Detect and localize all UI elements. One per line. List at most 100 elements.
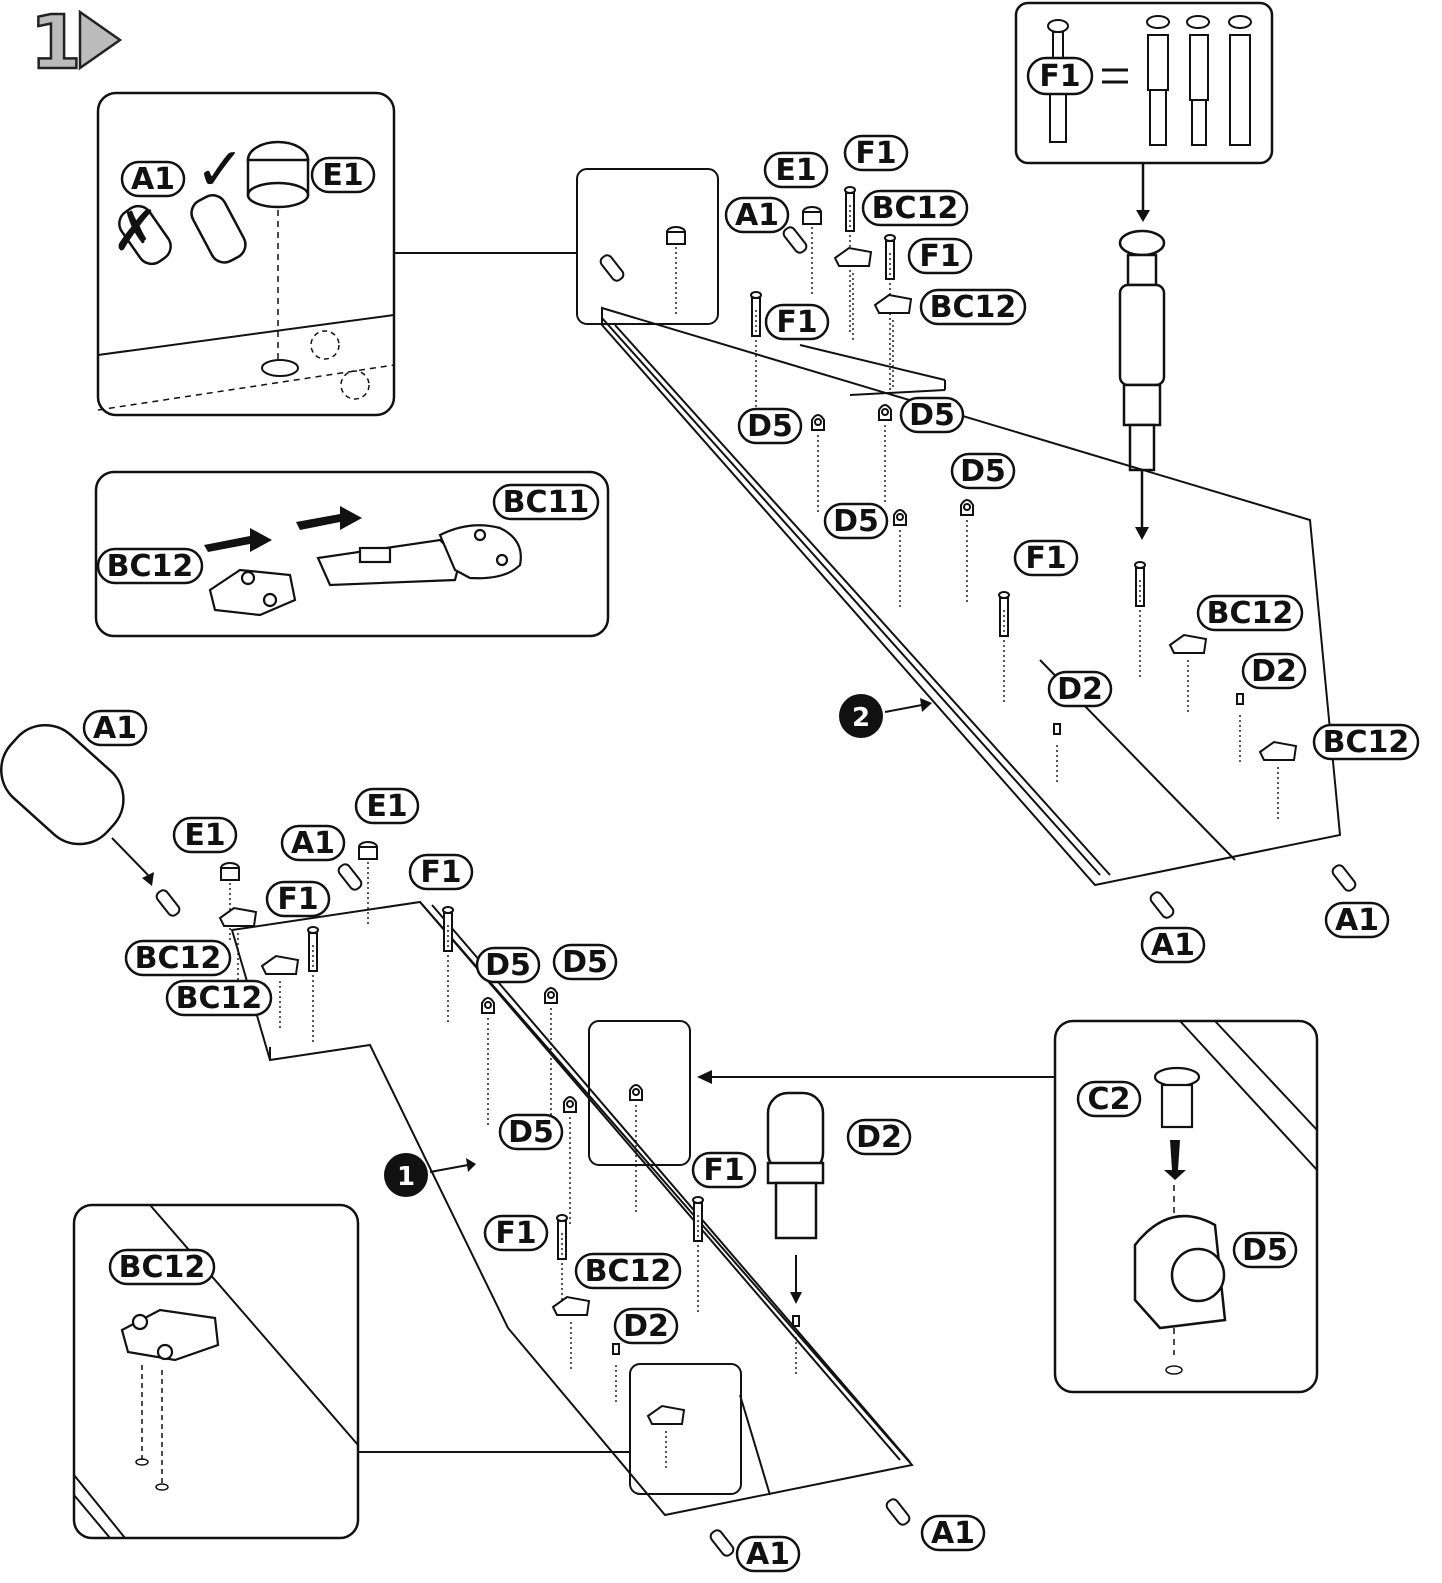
svg-text:A1: A1	[291, 826, 335, 861]
svg-text:F1: F1	[855, 136, 896, 171]
label-f1: F1	[483, 1214, 549, 1252]
label-a1: A1	[724, 196, 790, 234]
pin-fitting-icon	[811, 414, 825, 515]
label-d5: D5	[1242, 1233, 1288, 1268]
plate-fitting-icon	[218, 906, 258, 983]
svg-text:A1: A1	[735, 198, 779, 233]
pin-fitting-icon	[563, 1096, 577, 1227]
svg-text:D5: D5	[909, 398, 955, 433]
leg-fitting-icon	[612, 1343, 620, 1405]
panel-two	[601, 306, 1342, 887]
label-f1: F1	[1039, 59, 1080, 94]
plate-fitting-icon	[260, 954, 300, 1031]
detail-bc12-mount-box: BC12	[72, 1203, 360, 1540]
label-e1: E1	[322, 158, 363, 193]
dowel-fitting-icon	[1331, 864, 1357, 892]
arrow-right-icon	[296, 506, 362, 530]
label-bc12: BC12	[1196, 594, 1304, 632]
pin-fitting-icon	[481, 997, 495, 1128]
bolt-fitting-icon	[307, 926, 319, 1045]
svg-text:E1: E1	[184, 818, 225, 853]
svg-text:BC12: BC12	[176, 981, 263, 1016]
label-f1: F1	[691, 1151, 757, 1189]
pin-fitting-icon	[544, 987, 558, 1118]
cam-fitting-icon	[802, 206, 822, 297]
label-d5: D5	[823, 502, 889, 540]
cam-fitting-icon	[666, 226, 686, 317]
label-d2: D2	[1241, 652, 1307, 690]
hinge-arm-icon	[316, 524, 522, 587]
svg-text:F1: F1	[420, 855, 461, 890]
shelf-support-d5-icon	[1133, 1214, 1227, 1330]
leg-d2-large-icon	[766, 1091, 825, 1240]
svg-text:BC12: BC12	[872, 191, 959, 226]
label-f1: F1	[1013, 539, 1079, 577]
svg-text:F1: F1	[495, 1216, 536, 1251]
plate-fitting-icon	[551, 1295, 591, 1372]
label-bc12: BC12	[124, 939, 232, 977]
label-bc12: BC12	[861, 189, 969, 227]
dowel-wrong-icon	[118, 204, 172, 266]
panel-one-callout-box	[588, 1020, 691, 1166]
play-triangle-icon	[78, 9, 123, 71]
svg-text:D5: D5	[562, 945, 608, 980]
svg-text:F1: F1	[919, 239, 960, 274]
label-f1: F1	[764, 303, 830, 341]
svg-text:D5: D5	[960, 454, 1006, 489]
label-a1: A1	[1140, 926, 1206, 964]
label-f1: F1	[907, 237, 973, 275]
label-a1: A1	[735, 1535, 801, 1573]
detail-dowel-box: ✗ ✓ A1 E1	[96, 91, 396, 417]
pin-fitting-icon	[893, 509, 907, 610]
mounting-plate-icon	[120, 1308, 220, 1362]
label-d5: D5	[737, 407, 803, 445]
bolt-fitting-icon	[442, 906, 454, 1025]
svg-text:D5: D5	[747, 409, 793, 444]
svg-text:BC12: BC12	[1323, 725, 1410, 760]
label-d2: D2	[613, 1307, 679, 1345]
plate-fitting-icon	[833, 246, 873, 343]
dowel-fitting-icon	[337, 863, 363, 891]
leg-fitting-icon	[1053, 723, 1061, 785]
bolt-fitting-icon	[884, 234, 896, 393]
label-e1: E1	[763, 151, 829, 189]
bolt-fitting-icon	[998, 591, 1010, 705]
svg-text:BC12: BC12	[930, 290, 1017, 325]
plate-fitting-icon	[1258, 740, 1298, 822]
cam-bolt-variant-2-icon	[1186, 15, 1210, 146]
panel-one	[230, 900, 914, 1517]
label-d5: D5	[950, 452, 1016, 490]
bolt-fitting-icon	[844, 186, 856, 335]
cam-lock-icon	[246, 140, 310, 209]
label-e1: E1	[354, 787, 420, 825]
label-e1: E1	[172, 816, 238, 854]
pin-fitting-icon	[878, 404, 892, 505]
label-d5: D5	[552, 943, 618, 981]
label-d2: D2	[1047, 670, 1113, 708]
svg-text:D2: D2	[856, 1120, 902, 1155]
bolt-fitting-icon	[556, 1214, 568, 1303]
svg-text:BC12: BC12	[1207, 596, 1294, 631]
arrow-left-icon	[204, 528, 272, 552]
label-a1: A1	[280, 824, 346, 862]
dowel-fitting-icon	[599, 254, 625, 282]
bolt-fitting-icon	[1134, 561, 1146, 680]
panel-two-callout-box	[576, 168, 719, 325]
panel-one-hinge-callout	[629, 1363, 742, 1495]
label-d5: D5	[498, 1113, 564, 1151]
svg-text:D5: D5	[833, 504, 879, 539]
svg-text:D2: D2	[1251, 654, 1297, 689]
svg-text:BC12: BC12	[585, 1254, 672, 1289]
panel-two-number: 2	[852, 703, 870, 733]
hinge-plate-icon	[208, 568, 297, 617]
label-a1: A1	[1324, 901, 1390, 939]
svg-text:D2: D2	[1057, 672, 1103, 707]
panel-badge-two: 2	[839, 694, 932, 738]
label-f1: F1	[408, 853, 474, 891]
panel-badge-one: 1	[384, 1153, 476, 1197]
step-marker: 1	[29, 0, 123, 87]
leg-fitting-icon	[792, 1315, 800, 1377]
right-mark: ✓	[195, 135, 245, 205]
dowel-fitting-icon	[709, 1529, 735, 1557]
svg-text:F1: F1	[776, 305, 817, 340]
